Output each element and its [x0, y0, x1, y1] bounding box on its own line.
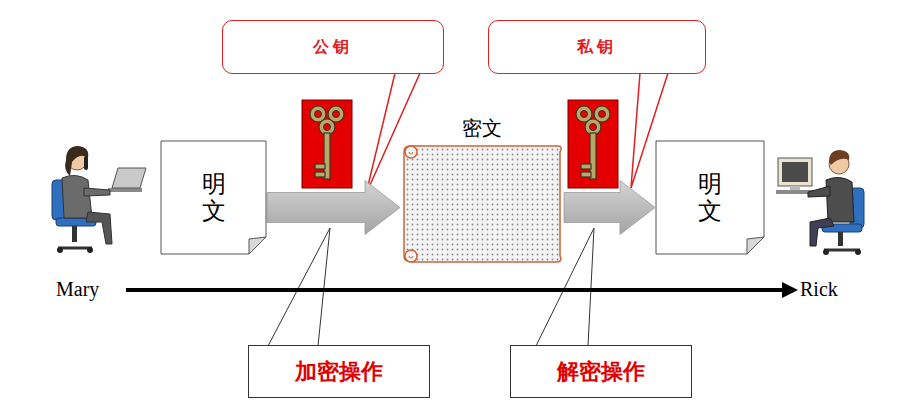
- document-box: 明文: [160, 140, 267, 255]
- flow-arrow: [564, 181, 655, 235]
- scroll-shape: [400, 142, 564, 266]
- key-callout: 私钥: [488, 20, 706, 74]
- operation-label: 解密操作: [557, 357, 645, 387]
- ciphertext-scroll: 密文: [400, 116, 564, 266]
- ciphertext-label: 密文: [400, 116, 564, 140]
- key-icon: [568, 100, 618, 188]
- flow-arrow: [267, 181, 400, 235]
- document-label: 明文: [698, 171, 722, 224]
- key-callout: 公钥: [222, 20, 444, 74]
- person-name: Rick: [800, 278, 838, 301]
- operation-label: 加密操作: [295, 357, 383, 387]
- timeline-arrow: [126, 282, 798, 298]
- person-figure: [776, 150, 864, 255]
- operation-callout: 加密操作: [248, 345, 430, 398]
- person-name: Mary: [56, 278, 99, 301]
- key-icon: [302, 100, 352, 188]
- person-figure: [52, 146, 146, 253]
- key-label: 私钥: [577, 37, 617, 58]
- key-label: 公钥: [313, 37, 353, 58]
- document-label: 明文: [202, 171, 226, 224]
- callout-tail: [268, 228, 330, 346]
- document-box: 明文: [655, 140, 765, 255]
- operation-callout: 解密操作: [510, 345, 692, 398]
